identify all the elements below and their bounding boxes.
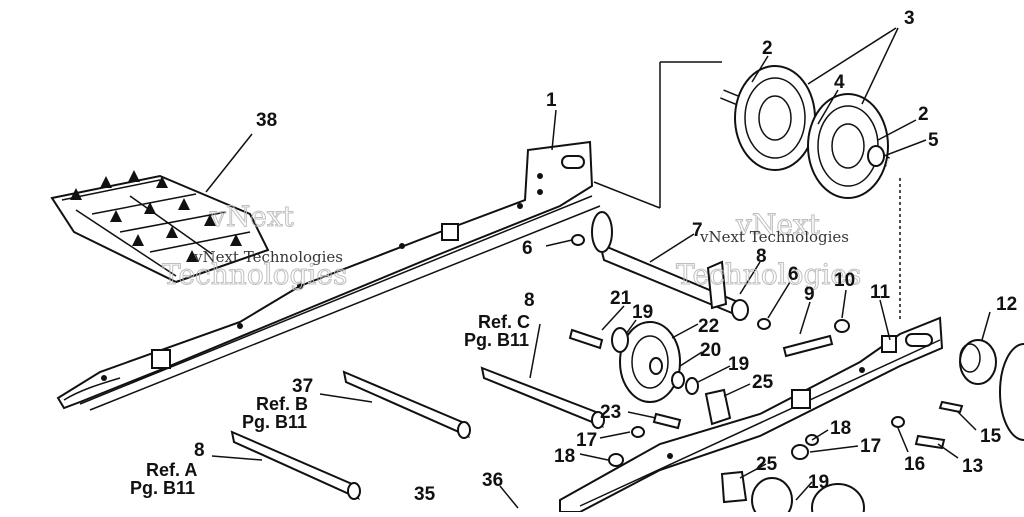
- callout-17-left: 17: [576, 430, 597, 451]
- callout-15: 15: [980, 426, 1002, 447]
- watermark-plain-a: vNext Technologies: [193, 248, 343, 266]
- reference-labels: Ref. C Pg. B11 Ref. B Pg. B11 Ref. A Pg.…: [130, 312, 530, 498]
- callout-2-top: 2: [762, 38, 773, 59]
- leader-lines: [205, 27, 991, 509]
- ref-c-line1: Ref. C: [478, 312, 530, 332]
- callout-13: 13: [962, 456, 983, 477]
- callout-6-left: 6: [522, 238, 533, 259]
- idler-wheel-part-22: [611, 321, 699, 403]
- track-grip-part-38: [50, 170, 270, 284]
- callout-20: 20: [700, 340, 721, 361]
- callout-8-refc: 8: [524, 290, 535, 311]
- spacer-part-12: [959, 339, 997, 385]
- callout-25-upper: 25: [752, 372, 774, 393]
- watermark-top2-a: Technologies: [162, 258, 347, 291]
- watermark-top1-a: vNext: [209, 200, 295, 233]
- ref-a-line2: Pg. B11: [130, 478, 195, 498]
- watermark: vNext Technologies vNext Technologies vN…: [162, 200, 862, 292]
- callout-8-upper: 8: [756, 246, 767, 267]
- callout-11: 11: [870, 282, 891, 303]
- callout-19-mid: 19: [728, 354, 749, 375]
- hardware-bolts: [568, 234, 964, 504]
- ref-b-line2: Pg. B11: [242, 412, 307, 432]
- right-wheel-partial: [751, 343, 1024, 517]
- ref-a-line1: Ref. A: [146, 460, 197, 480]
- callout-6-right: 6: [788, 264, 799, 285]
- tube-ref-c: [480, 366, 605, 429]
- callout-10: 10: [834, 270, 855, 291]
- tube-ref-b: [342, 370, 471, 439]
- callout-19-top: 19: [632, 302, 653, 323]
- callout-9: 9: [804, 284, 815, 305]
- callout-23: 23: [600, 402, 621, 423]
- callout-19-bottom: 19: [808, 472, 829, 493]
- callout-3: 3: [904, 8, 915, 29]
- watermark-top2-b: Technologies: [676, 258, 861, 291]
- watermark-top1-b: vNext: [735, 208, 821, 241]
- callout-37: 37: [292, 376, 313, 397]
- callout-36: 36: [482, 470, 503, 491]
- callout-35: 35: [414, 484, 436, 505]
- ref-c-line2: Pg. B11: [464, 330, 529, 350]
- callout-8-refa: 8: [194, 440, 205, 461]
- tube-ref-a: [230, 430, 361, 500]
- callout-22: 22: [698, 316, 719, 337]
- callout-4: 4: [834, 72, 845, 93]
- callout-38: 38: [256, 110, 277, 131]
- callout-25-lower: 25: [756, 454, 778, 475]
- ref-b-line1: Ref. B: [256, 394, 308, 414]
- callout-16: 16: [904, 454, 925, 475]
- callout-21: 21: [610, 288, 632, 309]
- slide-rail-part-1: [56, 140, 601, 411]
- callout-18-left: 18: [554, 446, 575, 467]
- callout-17-right: 17: [860, 436, 881, 457]
- watermark-plain-b: vNext Technologies: [699, 228, 849, 246]
- callouts: 1 2 2 3 4 5 6 6 7 8 8 8 9 10 11 12 13 15…: [194, 8, 1017, 505]
- callout-7: 7: [692, 220, 703, 241]
- rear-wheel-assembly: [593, 61, 901, 320]
- cross-shaft-part-7: [591, 211, 749, 321]
- callout-1: 1: [546, 90, 557, 111]
- callout-2-right: 2: [918, 104, 929, 125]
- callout-5: 5: [928, 130, 939, 151]
- callout-18-right: 18: [830, 418, 851, 439]
- callout-12: 12: [996, 294, 1017, 315]
